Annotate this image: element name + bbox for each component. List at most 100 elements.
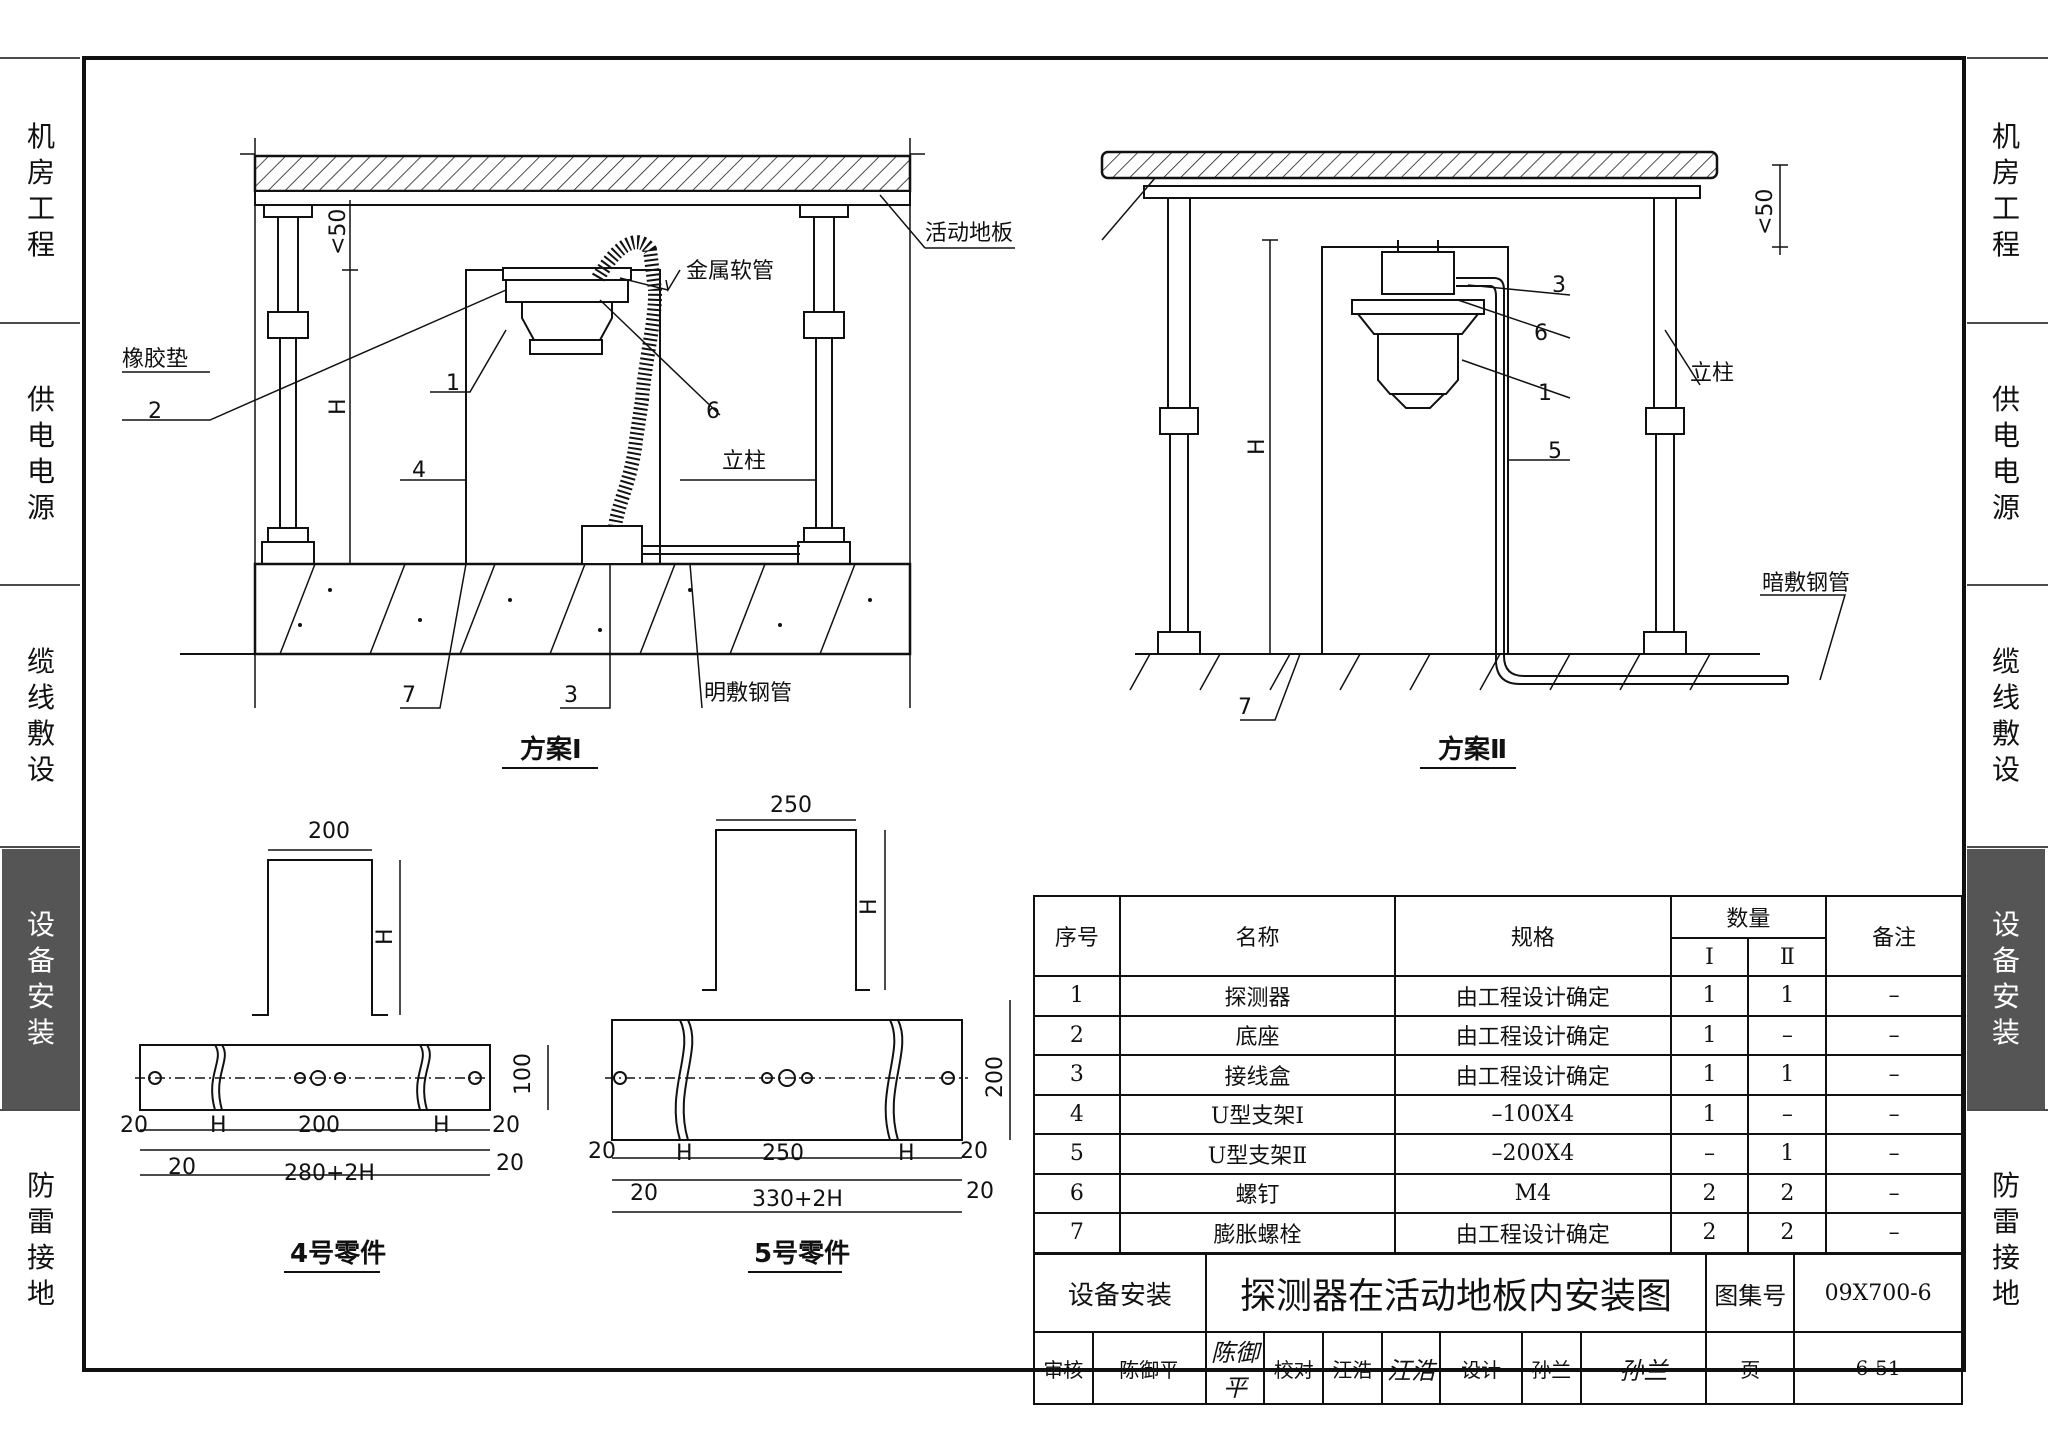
parts-table: 序号 名称 规格 数量 备注 Ⅰ Ⅱ 1 探测器 由工程设计确定 1 1 – 2… (1033, 895, 1963, 1254)
scheme2-title: 方案Ⅱ (1438, 734, 1507, 765)
raised-floor-label: 活动地板 (925, 221, 1013, 246)
side-tab-label: 缆线敷设 (26, 645, 55, 786)
scheme1-floor-panel (253, 154, 912, 193)
scheme1-stringer (254, 190, 911, 206)
scheme2-diagram: H <50 3 6 1 5 立柱 暗敷钢管 7 方案Ⅱ (1100, 150, 1850, 769)
side-tab-left-3[interactable]: 缆线敷设 (2, 587, 80, 845)
part5-plate (611, 1019, 963, 1141)
header-name: 名称 (1118, 895, 1397, 977)
row-name: 底座 (1118, 1014, 1397, 1056)
part4-dim-center: 200 (298, 1113, 340, 1138)
side-tab-right-3[interactable]: 缆线敷设 (1967, 587, 2045, 845)
row-q1: 1 (1669, 1054, 1750, 1096)
row-q1: – (1669, 1133, 1750, 1175)
row-spec: M4 (1394, 1172, 1672, 1214)
row-spec: –200X4 (1394, 1133, 1672, 1175)
row-q1: 1 (1669, 1093, 1750, 1135)
row-remark: – (1825, 1054, 1963, 1096)
part5-title: 5号零件 (754, 1239, 850, 1269)
scheme2-label-concealed-pipe: 暗敷钢管 (1762, 571, 1850, 596)
design-label: 设计 (1439, 1331, 1523, 1405)
side-tab-right-1[interactable]: 机房工程 (1967, 60, 2045, 322)
scheme2-label-5: 5 (1548, 439, 1562, 464)
table-row: 2 底座 由工程设计确定 1 – – (1033, 1014, 1963, 1056)
table-row: 4 U型支架Ⅰ –100X4 1 – – (1033, 1093, 1963, 1135)
part4-dim-edge-right: 20 (496, 1151, 524, 1176)
part5-dim-h-right: H (898, 1141, 915, 1166)
scheme1-label-6: 6 (706, 399, 720, 424)
atlas-number: 09X700-6 (1793, 1253, 1963, 1333)
row-name: U型支架Ⅰ (1118, 1093, 1397, 1135)
row-no: 5 (1033, 1133, 1121, 1175)
scheme2-label-6: 6 (1534, 321, 1548, 346)
part5-dim-gap-right: 20 (960, 1139, 988, 1164)
side-tab-right-2[interactable]: 供电电源 (1967, 325, 2045, 583)
side-tab-label: 缆线敷设 (1991, 645, 2020, 786)
scheme1-dim-lt50: <50 (326, 209, 351, 255)
scheme1-label-3: 3 (564, 683, 578, 708)
part4-dim-total: 280+2H (284, 1161, 375, 1186)
side-tab-label: 防雷接地 (1991, 1169, 2020, 1310)
part4-u-profile (252, 859, 388, 1016)
part5-dim-center: 250 (762, 1141, 804, 1166)
row-q2: 1 (1747, 975, 1828, 1017)
side-tab-label: 机房工程 (26, 120, 55, 261)
scheme2-u-bracket (1321, 246, 1509, 654)
row-name: 螺钉 (1118, 1172, 1397, 1214)
scheme1-label-exposed-pipe: 明敷钢管 (704, 681, 792, 706)
side-tab-right-4-active[interactable]: 设备安装 (1967, 849, 2045, 1109)
part5-dim-edge-left: 20 (630, 1181, 658, 1206)
scheme1-label-rubber-pad: 橡胶垫 (122, 347, 188, 372)
scheme1-diagram: <50 H 橡胶垫 2 1 4 金属软管 6 立柱 7 3 明敷钢管 活动地板 … (122, 138, 1015, 769)
side-tab-right-5[interactable]: 防雷接地 (1967, 1112, 2045, 1368)
check-label: 校对 (1263, 1331, 1325, 1405)
row-remark: – (1825, 1093, 1963, 1135)
part5-u-profile (702, 829, 870, 991)
designer-signature: 孙兰 (1579, 1331, 1708, 1405)
row-name: 接线盒 (1118, 1054, 1397, 1096)
side-tab-label: 设备安装 (26, 908, 55, 1049)
row-remark: – (1825, 1172, 1963, 1214)
scheme2-detector (1351, 299, 1485, 409)
part4-title: 4号零件 (290, 1239, 386, 1269)
title-block: 设备安装 探测器在活动地板内安装图 图集号 09X700-6 审核 陈御平 陈御… (1033, 1253, 1963, 1405)
side-tab-left-2[interactable]: 供电电源 (2, 325, 80, 583)
scheme1-right-column (797, 204, 851, 565)
part4-dim-top: 200 (308, 819, 350, 844)
row-no: 1 (1033, 975, 1121, 1017)
header-no: 序号 (1033, 895, 1121, 977)
reviewer-name: 陈御平 (1091, 1331, 1207, 1405)
part5-dim-height: H (857, 898, 882, 915)
part5-dim-top: 250 (770, 793, 812, 818)
review-label: 审核 (1033, 1331, 1094, 1405)
scheme2-right-column (1643, 197, 1687, 655)
side-tab-left-5[interactable]: 防雷接地 (2, 1112, 80, 1368)
scheme2-concealed-pipe (1456, 277, 1788, 677)
row-spec: 由工程设计确定 (1394, 975, 1672, 1017)
row-name: 探测器 (1118, 975, 1397, 1017)
atlas-label: 图集号 (1705, 1253, 1796, 1333)
row-q1: 1 (1669, 1014, 1750, 1056)
part4-diagram: 200 H 100 20 H 200 H 20 20 280+2H 20 4号零… (120, 819, 549, 1273)
scheme1-label-1: 1 (446, 371, 460, 396)
side-tab-label: 机房工程 (1991, 120, 2020, 261)
header-remark: 备注 (1825, 895, 1963, 977)
scheme1-label-4: 4 (412, 458, 426, 483)
row-name: U型支架Ⅱ (1118, 1133, 1397, 1175)
table-row: 6 螺钉 M4 2 2 – (1033, 1172, 1963, 1214)
drawing-title: 探测器在活动地板内安装图 (1204, 1253, 1708, 1333)
side-tab-left-4-active[interactable]: 设备安装 (2, 849, 80, 1109)
scheme1-dim-h: H (326, 398, 351, 415)
side-tab-label: 供电电源 (26, 383, 55, 524)
row-no: 3 (1033, 1054, 1121, 1096)
side-tab-left-1[interactable]: 机房工程 (2, 60, 80, 322)
scheme1-label-2: 2 (148, 399, 162, 424)
scheme1-title: 方案Ⅰ (520, 734, 582, 765)
row-q2: 1 (1747, 1133, 1828, 1175)
scheme1-label-metal-hose: 金属软管 (686, 259, 774, 284)
row-q2: 2 (1747, 1172, 1828, 1214)
header-qty-1: Ⅰ (1669, 937, 1750, 977)
part4-dim-height: H (373, 928, 398, 945)
part5-dim-gap-left: 20 (588, 1139, 616, 1164)
header-spec: 规格 (1394, 895, 1672, 977)
